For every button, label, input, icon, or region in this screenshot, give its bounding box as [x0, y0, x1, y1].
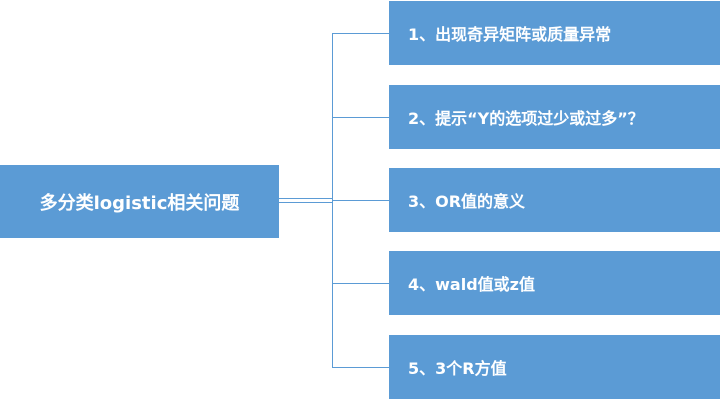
root-connector [279, 198, 333, 199]
leaf-node-2: 2、提示“Y的选项过少或过多”？ [389, 85, 720, 149]
leaf-label-2: 2、提示“Y的选项过少或过多”？ [408, 109, 644, 128]
root-label: 多分类logistic相关问题 [39, 192, 240, 214]
leaf-node-5: 5、3个R方值 [389, 335, 720, 399]
leaf-label-5: 5、3个R方值 [408, 359, 507, 378]
root-node: 多分类logistic相关问题 [0, 165, 279, 238]
leaf-node-3: 3、OR值的意义 [389, 168, 720, 232]
branch-line-2 [332, 117, 389, 118]
branch-line-1 [332, 33, 389, 34]
branch-line-3 [332, 200, 389, 201]
leaf-node-1: 1、出现奇异矩阵或质量异常 [389, 1, 720, 65]
leaf-label-4: 4、wald值或z值 [408, 275, 535, 294]
leaf-label-1: 1、出现奇异矩阵或质量异常 [408, 25, 612, 44]
root-connector-inner [279, 202, 333, 203]
leaf-label-3: 3、OR值的意义 [408, 192, 526, 211]
branch-line-4 [332, 283, 389, 284]
branch-line-5 [332, 367, 389, 368]
leaf-node-4: 4、wald值或z值 [389, 251, 720, 315]
